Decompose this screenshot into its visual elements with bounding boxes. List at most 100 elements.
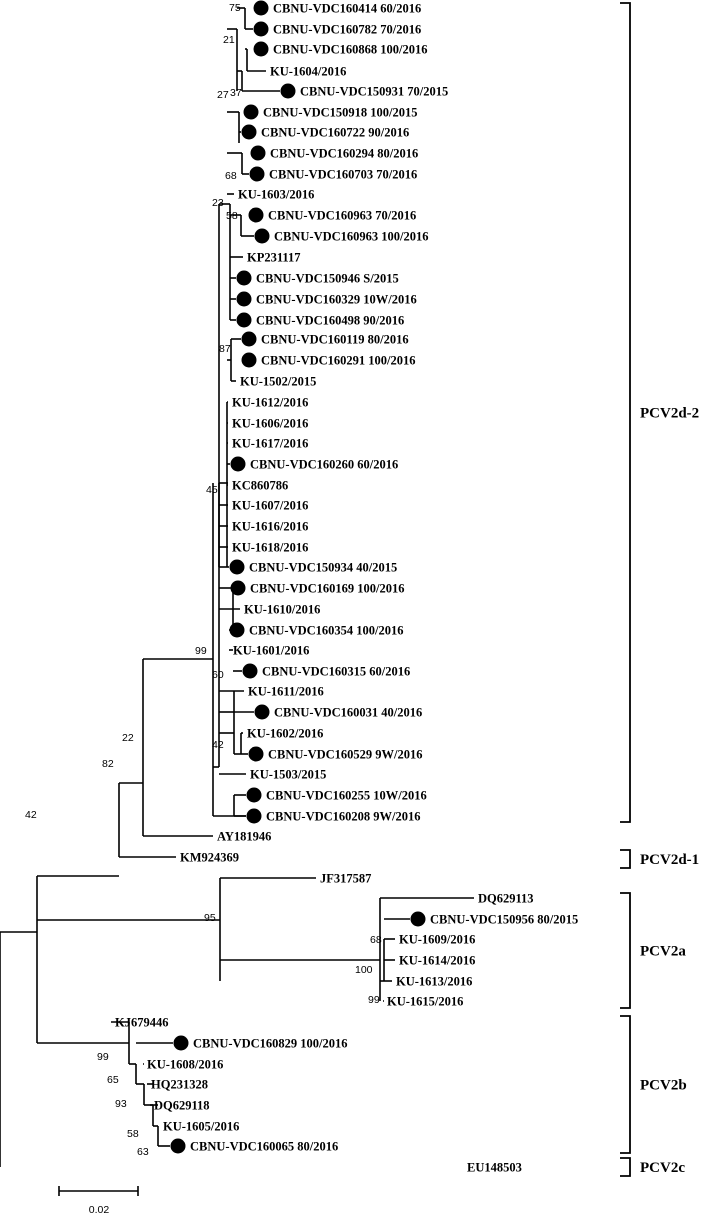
bootstrap-value: 23 — [212, 197, 224, 209]
taxon-label: CBNU-VDC160294 80/2016 — [270, 147, 418, 161]
taxon-label: CBNU-VDC160255 10W/2016 — [266, 789, 427, 803]
bootstrap-value: 58 — [226, 210, 238, 222]
taxon-label: KU-1503/2015 — [250, 768, 326, 782]
clade-bracket — [620, 1157, 631, 1177]
taxon-label: CBNU-VDC160354 100/2016 — [249, 624, 404, 638]
taxon-label: CBNU-VDC150918 100/2015 — [263, 106, 418, 120]
isolate-marker-dot — [170, 1138, 186, 1154]
taxon-label: CBNU-VDC160829 100/2016 — [193, 1037, 348, 1051]
taxon-label: KU-1609/2016 — [399, 933, 475, 947]
isolate-marker-dot — [250, 145, 266, 161]
isolate-marker-dot — [242, 663, 258, 679]
taxon-label: CBNU-VDC150946 S/2015 — [256, 272, 399, 286]
taxon-label: JF317587 — [320, 872, 371, 886]
taxon-label: CBNU-VDC160169 100/2016 — [250, 582, 405, 596]
taxon-label: KU-1616/2016 — [232, 520, 308, 534]
taxon-label: EU148503 — [467, 1161, 522, 1175]
taxon-label: KU-1615/2016 — [387, 995, 463, 1009]
isolate-marker-dot — [243, 104, 259, 120]
bootstrap-value: 45 — [206, 484, 218, 496]
taxon-label: HQ231328 — [151, 1078, 208, 1092]
bootstrap-value: 63 — [137, 1146, 149, 1158]
bootstrap-value: 68 — [370, 934, 382, 946]
clade-label: PCV2d-1 — [640, 852, 699, 868]
scale-bar-line — [58, 1186, 139, 1196]
bootstrap-value: 82 — [102, 758, 114, 770]
bootstrap-value: 87 — [219, 343, 231, 355]
taxon-label: KU-1618/2016 — [232, 541, 308, 555]
taxon-label: KU-1604/2016 — [270, 65, 346, 79]
isolate-marker-dot — [280, 83, 296, 99]
taxon-label: KU-1605/2016 — [163, 1120, 239, 1134]
taxon-label: KU-1601/2016 — [233, 644, 309, 658]
isolate-marker-dot — [249, 166, 265, 182]
isolate-marker-dot — [236, 291, 252, 307]
taxon-label: CBNU-VDC160782 70/2016 — [273, 23, 421, 37]
isolate-marker-dot — [410, 911, 426, 927]
taxon-label: DQ629118 — [154, 1099, 210, 1113]
scale-bar-label: 0.02 — [89, 1204, 110, 1216]
taxon-label: KU-1613/2016 — [396, 975, 472, 989]
taxon-label: CBNU-VDC160031 40/2016 — [274, 706, 422, 720]
taxon-label: DQ629113 — [478, 892, 534, 906]
isolate-marker-dot — [246, 808, 262, 824]
isolate-marker-dot — [253, 41, 269, 57]
isolate-marker-dot — [173, 1035, 189, 1051]
isolate-marker-dot — [254, 704, 270, 720]
taxon-label: CBNU-VDC160963 70/2016 — [268, 209, 416, 223]
taxon-label: CBNU-VDC160315 60/2016 — [262, 665, 410, 679]
taxon-label: CBNU-VDC160329 10W/2016 — [256, 293, 417, 307]
isolate-marker-dot — [241, 331, 257, 347]
taxon-label: KU-1502/2015 — [240, 375, 316, 389]
clade-label: PCV2a — [640, 944, 686, 960]
taxon-label: CBNU-VDC160703 70/2016 — [269, 168, 417, 182]
bootstrap-value: 99 — [195, 645, 207, 657]
bootstrap-value: 22 — [122, 732, 134, 744]
bootstrap-value: 68 — [225, 170, 237, 182]
tree-branches — [0, 7, 474, 1167]
clade-bracket — [620, 849, 631, 869]
taxon-label: KU-1610/2016 — [244, 603, 320, 617]
bootstrap-value: 42 — [212, 739, 224, 751]
isolate-marker-dot — [229, 559, 245, 575]
bootstrap-value: 99 — [368, 994, 380, 1006]
taxon-label: CBNU-VDC160498 90/2016 — [256, 314, 404, 328]
taxon-label: CBNU-VDC160291 100/2016 — [261, 354, 416, 368]
isolate-marker-dot — [241, 124, 257, 140]
taxon-label: AY181946 — [217, 830, 271, 844]
isolate-marker-dot — [230, 580, 246, 596]
taxon-label: KU-1607/2016 — [232, 499, 308, 513]
bootstrap-value: 21 — [223, 34, 235, 46]
taxon-label: CBNU-VDC150931 70/2015 — [300, 85, 448, 99]
clade-label: PCV2c — [640, 1160, 685, 1176]
isolate-marker-dot — [248, 746, 264, 762]
clade-bracket — [620, 2, 631, 823]
taxon-label: CBNU-VDC150934 40/2015 — [249, 561, 397, 575]
isolate-marker-dot — [236, 312, 252, 328]
taxon-label: KU-1602/2016 — [247, 727, 323, 741]
isolate-marker-dot — [241, 352, 257, 368]
scale-bar: 0.02 — [58, 1186, 139, 1216]
bootstrap-value: 99 — [97, 1051, 109, 1063]
taxon-label: CBNU-VDC160065 80/2016 — [190, 1140, 338, 1154]
taxon-label: CBNU-VDC160868 100/2016 — [273, 43, 428, 57]
isolate-marker-dot — [229, 622, 245, 638]
isolate-marker-dot — [236, 270, 252, 286]
clade-bracket — [620, 1015, 631, 1154]
bootstrap-value: 65 — [107, 1074, 119, 1086]
bootstrap-value: 27 — [217, 89, 229, 101]
isolate-marker-dot — [253, 0, 269, 16]
taxon-label: KC860786 — [232, 479, 288, 493]
bootstrap-value: 37 — [230, 87, 242, 99]
bootstrap-value: 93 — [115, 1098, 127, 1110]
taxon-label: KU-1611/2016 — [248, 685, 324, 699]
bootstrap-values: 7521372768235887459960422282429568100999… — [25, 2, 382, 1158]
bootstrap-value: 60 — [212, 669, 224, 681]
bootstrap-value: 75 — [229, 2, 241, 14]
taxon-label: KJ679446 — [115, 1016, 168, 1030]
isolate-marker-dot — [254, 228, 270, 244]
